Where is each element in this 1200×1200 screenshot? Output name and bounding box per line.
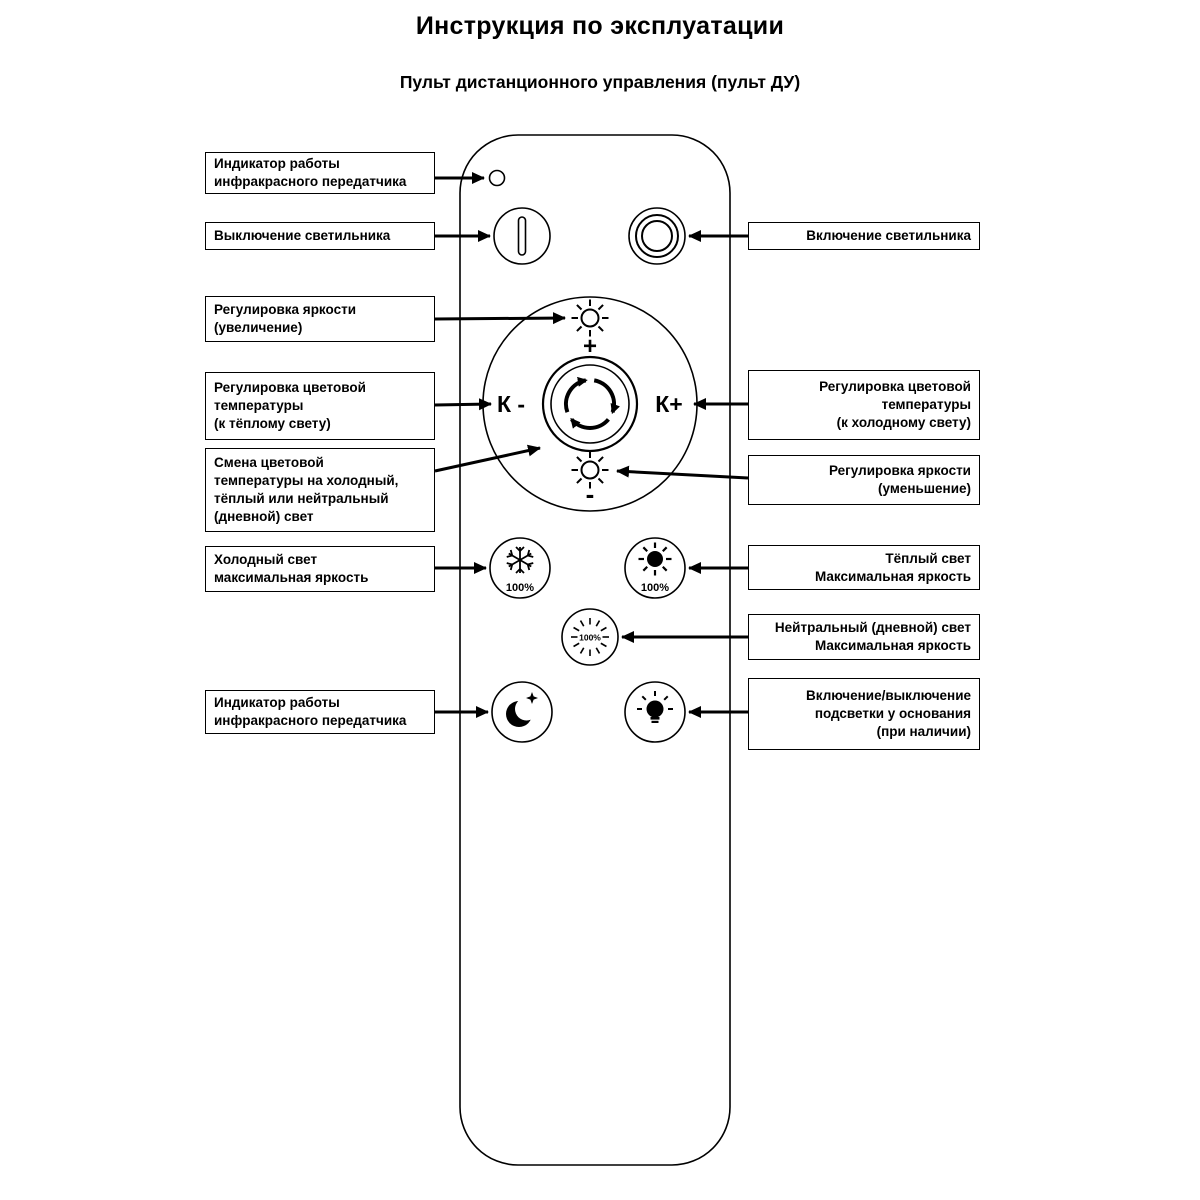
callout-brightness-down: Регулировка яркости (уменьшение)	[748, 455, 980, 505]
callout-text: Включение светильника	[806, 228, 971, 244]
callout-ir-indicator-bottom: Индикатор работы инфракрасного передатчи…	[205, 690, 435, 734]
callout-temp-cold: Регулировка цветовой температуры (к холо…	[748, 370, 980, 440]
callout-text: Регулировка яркости (увеличение)	[214, 302, 357, 335]
brightness-plus-label: +	[583, 333, 597, 360]
page-subtitle: Пульт дистанционного управления (пульт Д…	[399, 72, 801, 92]
callout-base-light: Включение/выключение подсветки у основан…	[748, 678, 980, 750]
power-on-button	[628, 207, 686, 265]
cold-percent-label: 100%	[506, 582, 534, 594]
brightness-up-sun-icon	[571, 299, 609, 337]
callout-text: Холодный свет максимальная яркость	[214, 552, 369, 585]
callout-text: Индикатор работы инфракрасного передатчи…	[214, 156, 407, 189]
k-plus-label: К+	[655, 391, 682, 417]
callout-warm-max: Тёплый свет Максимальная яркость	[748, 545, 980, 590]
page-title: Инструкция по эксплуатации	[415, 12, 785, 40]
callout-text: Включение/выключение подсветки у основан…	[806, 688, 971, 739]
callout-temp-warm: Регулировка цветовой температуры (к тёпл…	[205, 372, 435, 440]
callout-arrows	[434, 172, 749, 718]
arrow-temp-warm	[434, 398, 492, 411]
callout-text: Регулировка цветовой температуры (к холо…	[819, 379, 971, 430]
warm-percent-label: 100%	[641, 582, 669, 594]
power-off-button	[493, 207, 551, 265]
base-light-button	[624, 681, 686, 743]
arrow-temp-cycle	[434, 444, 541, 473]
k-minus-label: К -	[497, 391, 525, 417]
neutral-max-button: 100%	[561, 608, 619, 666]
callout-text: Смена цветовой температуры на холодный, …	[214, 455, 399, 524]
ir-indicator-light	[488, 169, 506, 187]
callout-brightness-up: Регулировка яркости (увеличение)	[205, 296, 435, 342]
bulb-icon	[637, 691, 673, 723]
cycle-arrows-icon	[563, 376, 621, 430]
callout-text: Нейтральный (дневной) свет Максимальная …	[774, 620, 971, 653]
arrow-brightness-up	[434, 312, 566, 325]
warm-max-button: 100%	[624, 537, 686, 599]
brightness-down-sun-icon	[571, 451, 609, 489]
warm-sun-icon	[638, 542, 672, 576]
callout-text: Индикатор работы инфракрасного передатчи…	[214, 695, 407, 728]
color-cycle-button	[541, 355, 639, 453]
snowflake-icon	[506, 546, 534, 574]
neutral-percent-label: 100%	[579, 633, 601, 643]
callout-power-off: Выключение светильника	[205, 222, 435, 250]
callout-neutral-max: Нейтральный (дневной) свет Максимальная …	[748, 614, 980, 660]
neutral-sun-icon	[571, 618, 609, 656]
arrow-brightness-down	[616, 465, 749, 480]
callout-text: Регулировка яркости (уменьшение)	[828, 463, 971, 496]
power-off-bar-icon	[517, 216, 527, 256]
callout-ir-indicator-top: Индикатор работы инфракрасного передатчи…	[205, 152, 435, 194]
brightness-minus-label: -	[586, 479, 595, 509]
star-icon	[526, 692, 538, 704]
cold-max-button: 100%	[489, 537, 551, 599]
callout-text: Регулировка цветовой температуры (к тёпл…	[214, 380, 366, 431]
callout-cold-max: Холодный свет максимальная яркость	[205, 546, 435, 592]
callout-power-on: Включение светильника	[748, 222, 980, 250]
callout-temp-cycle: Смена цветовой температуры на холодный, …	[205, 448, 435, 532]
night-button	[491, 681, 553, 743]
callout-text: Выключение светильника	[214, 228, 391, 244]
callout-text: Тёплый свет Максимальная яркость	[815, 550, 971, 584]
